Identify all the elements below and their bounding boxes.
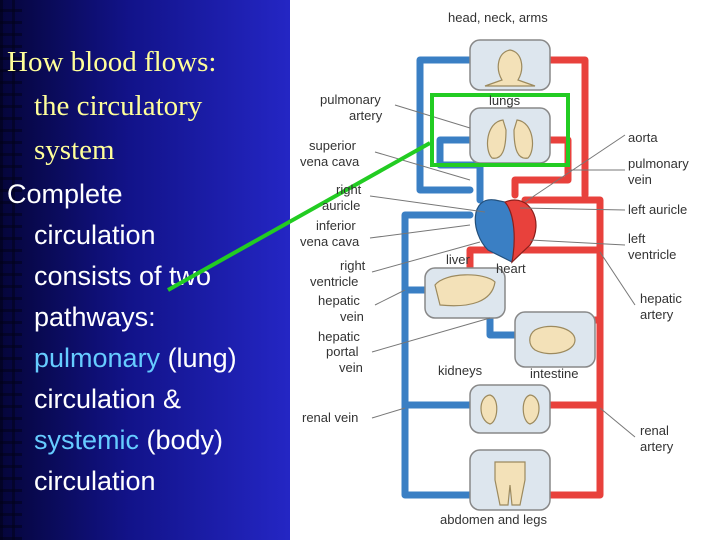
label-superior-vena-cava-1: superior (309, 138, 357, 153)
label-intestine: intestine (530, 366, 578, 381)
aorta-vessel (521, 196, 604, 499)
body-line-4: pathways: (34, 302, 156, 332)
lung-text: (lung) (160, 343, 237, 373)
head-vein (416, 56, 474, 194)
pulmonary-pointer-arrow (167, 141, 431, 292)
label-right-ventricle-1: right (340, 258, 366, 273)
label-pulmonary-vein-1: pulmonary (628, 156, 689, 171)
label-pulmonary-artery-1: pulmonary (320, 92, 381, 107)
intestine-icon (529, 325, 576, 355)
label-right-ventricle-2: ventricle (310, 274, 358, 289)
label-left-auricle: left auricle (628, 202, 687, 217)
liver-icon (434, 274, 496, 307)
label-inferior-vena-cava-1: inferior (316, 218, 356, 233)
label-head-neck-arms: head, neck, arms (448, 10, 548, 25)
hepatic-artery-vessel (466, 246, 604, 279)
label-hepatic-vein-1: hepatic (318, 293, 360, 308)
label-pulmonary-vein-2: vein (628, 172, 652, 187)
kidneys-icon (480, 394, 540, 425)
label-hepatic-vein-2: vein (340, 309, 364, 324)
label-inferior-vena-cava-2: vena cava (300, 234, 360, 249)
label-kidneys: kidneys (438, 363, 483, 378)
body-line-8: circulation (34, 466, 156, 496)
lungs-highlight-box (430, 93, 570, 167)
body-line-7: systemic (body) (7, 420, 287, 461)
label-superior-vena-cava-2: vena cava (300, 154, 360, 169)
slide-title: How blood flows: the circulatory system (7, 40, 287, 172)
body-line-2: circulation (34, 220, 156, 250)
label-right-auricle-1: right (336, 182, 362, 197)
label-liver: liver (446, 252, 471, 267)
label-left-ventricle-2: ventricle (628, 247, 676, 262)
inferior-vena-cava-vessel (401, 211, 474, 499)
label-hepatic-artery-1: hepatic (640, 291, 682, 306)
title-line-1: How blood flows: (7, 46, 217, 78)
label-right-auricle-2: auricle (322, 198, 360, 213)
lungs-icon (486, 119, 534, 159)
label-hepatic-portal-vein-1: hepatic (318, 329, 360, 344)
lung-capillary-bed (469, 107, 551, 164)
label-abdomen-legs: abdomen and legs (440, 512, 547, 527)
text-panel: How blood flows: the circulatory system … (0, 0, 290, 540)
label-renal-artery-1: renal (640, 423, 669, 438)
title-line-3: system (34, 134, 115, 166)
slide-body: Complete circulation consists of two pat… (7, 174, 287, 502)
body-line-1: Complete (7, 179, 123, 209)
body-line-5: pulmonary (lung) (7, 338, 287, 379)
heart-icon (474, 199, 537, 264)
label-hepatic-artery-2: artery (640, 307, 674, 322)
label-hepatic-portal-vein-3: vein (339, 360, 363, 375)
pulmonary-vein-vessel (511, 136, 572, 199)
body-text: (body) (139, 425, 224, 455)
label-hepatic-portal-vein-2: portal (326, 344, 359, 359)
head-artery (546, 56, 589, 199)
label-renal-vein: renal vein (302, 410, 358, 425)
label-aorta: aorta (628, 130, 658, 145)
title-line-2: the circulatory (34, 90, 203, 122)
label-pulmonary-artery-2: artery (349, 108, 383, 123)
label-renal-artery-2: artery (640, 439, 674, 454)
body-line-6: circulation & (34, 384, 182, 414)
body-line-3: consists of two (34, 261, 212, 291)
legs-icon (494, 461, 526, 506)
label-left-ventricle-1: left (628, 231, 646, 246)
label-lungs: lungs (489, 93, 521, 108)
systemic-highlight: systemic (34, 425, 140, 455)
pulmonary-highlight: pulmonary (34, 343, 161, 373)
head-icon (484, 49, 536, 87)
label-heart: heart (496, 261, 526, 276)
